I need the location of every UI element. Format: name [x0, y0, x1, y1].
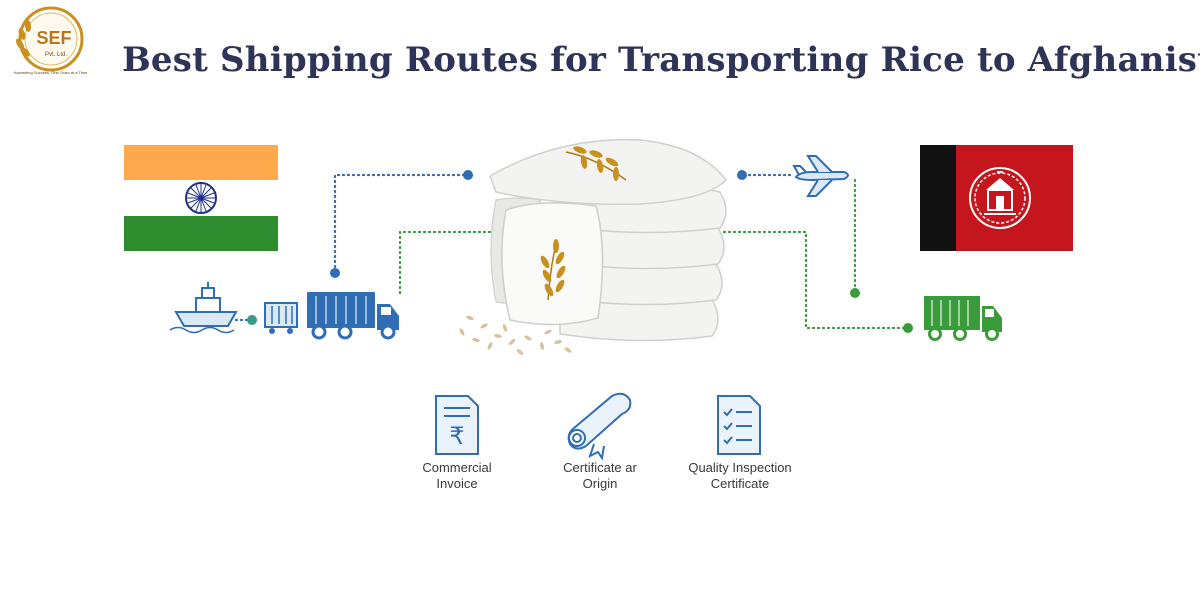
- green-truck-icon: [924, 296, 1002, 341]
- sef-logo: SEF Pvt. Ltd.: [6, 4, 96, 82]
- green-route: [398, 178, 906, 330]
- rice-sacks-icon: [459, 138, 727, 355]
- doc-label-quality-inspection: Quality Inspection Certificate: [688, 460, 792, 491]
- blue-truck-icon: [307, 292, 399, 340]
- checklist-icon: [717, 395, 761, 455]
- svg-text:₹: ₹: [449, 423, 464, 450]
- invoice-rupee-icon: ₹: [435, 395, 479, 455]
- india-flag: [124, 145, 278, 251]
- page-title: Best Shipping Routes for Transporting Ri…: [122, 40, 1200, 80]
- afghanistan-flag: [920, 145, 1073, 251]
- logo-name: SEF: [36, 28, 71, 48]
- certificate-scroll-icon: [567, 392, 632, 461]
- logo-tagline: Harvesting Success, One Grain at a Time.: [13, 70, 89, 75]
- blue-route: [234, 173, 792, 322]
- airplane-icon: [792, 155, 849, 197]
- logo-suffix: Pvt. Ltd.: [45, 52, 67, 58]
- container-icon: [264, 302, 298, 334]
- doc-label-certificate-of-origin: Certificate ar Origin: [563, 460, 637, 491]
- doc-label-commercial-invoice: Commercial Invoice: [422, 460, 492, 491]
- ship-icon: [169, 282, 238, 334]
